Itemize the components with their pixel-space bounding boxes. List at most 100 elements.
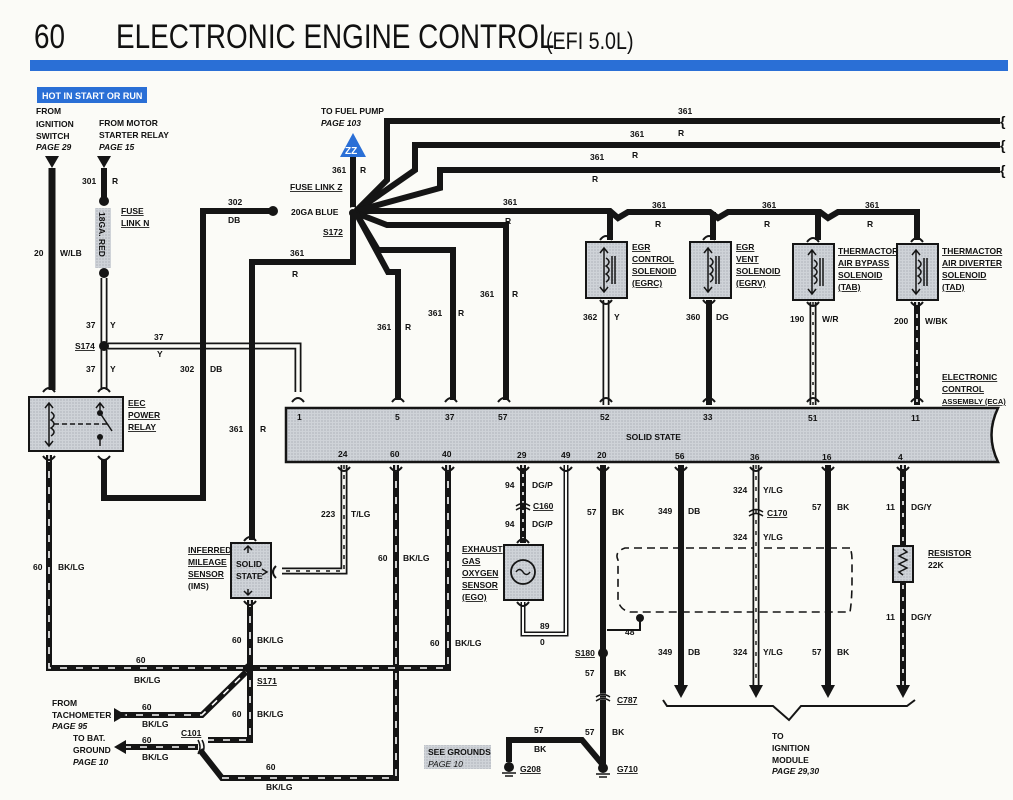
svg-text:Y/LG: Y/LG — [763, 647, 783, 657]
svg-text:57: 57 — [585, 727, 595, 737]
svg-text:BK/LG: BK/LG — [142, 752, 169, 762]
svg-text:S171: S171 — [257, 676, 277, 686]
wire-190: 190 W/R — [790, 302, 839, 405]
svg-text:BK/LG: BK/LG — [455, 638, 482, 648]
svg-text:S180: S180 — [575, 648, 595, 658]
eca-bottom-pins: 24 60 40 29 49 20 56 36 16 4 — [338, 449, 903, 462]
svg-text:SENSOR: SENSOR — [188, 569, 224, 579]
svg-text:361: 361 — [377, 322, 391, 332]
egrc-solenoid: EGR CONTROL SOLENOID (EGRC) — [585, 241, 676, 299]
svg-text:DG/P: DG/P — [532, 519, 553, 529]
svg-text:SOLENOID: SOLENOID — [736, 266, 780, 276]
svg-text:C787: C787 — [617, 695, 638, 705]
svg-text:49: 49 — [561, 450, 571, 460]
battery-ground-destination: TO BAT. GROUND PAGE 10 60 BK/LG C101 — [73, 728, 205, 767]
svg-text:60: 60 — [136, 655, 146, 665]
svg-text:SOLENOID: SOLENOID — [942, 270, 986, 280]
ground-g208: G208 — [502, 762, 541, 777]
wire-349: 349 DB 349 DB — [658, 465, 700, 698]
svg-text:BK/LG: BK/LG — [134, 675, 161, 685]
svg-text:349: 349 — [658, 506, 672, 516]
svg-text:360: 360 — [686, 312, 700, 322]
svg-text:DG/Y: DG/Y — [911, 612, 932, 622]
wire-360: 360 DG — [686, 300, 729, 405]
svg-text:Y/LG: Y/LG — [763, 485, 783, 495]
svg-text:{: { — [1000, 137, 1006, 153]
wire-302: 302 DB 302 DB — [101, 197, 278, 501]
svg-text:190: 190 — [790, 314, 804, 324]
svg-text:ELECTRONIC: ELECTRONIC — [942, 372, 997, 382]
svg-text:33: 33 — [703, 412, 713, 422]
starter-relay-source: FROM MOTOR STARTER RELAY PAGE 15 — [99, 118, 169, 152]
svg-text:SOLID STATE: SOLID STATE — [626, 432, 681, 442]
svg-text:R: R — [512, 289, 518, 299]
svg-text:FROM: FROM — [36, 106, 61, 116]
svg-text:11: 11 — [886, 612, 895, 622]
wire-362: 362 Y — [583, 300, 620, 405]
svg-text:60: 60 — [390, 449, 400, 459]
wire-94: 94 DG/P C160 94 DG/P — [505, 465, 554, 543]
svg-text:THERMACTOR: THERMACTOR — [838, 246, 898, 256]
svg-text:CONTROL: CONTROL — [942, 384, 984, 394]
svg-text:(EGO): (EGO) — [462, 592, 487, 602]
svg-text:S172: S172 — [323, 227, 343, 237]
svg-text:INFERRED: INFERRED — [188, 545, 231, 555]
wire-89-0: 89 0 — [520, 465, 569, 647]
ignition-module-destination: TO IGNITION MODULE PAGE 29,30 — [662, 699, 916, 776]
svg-text:16: 16 — [822, 452, 832, 462]
svg-text:37: 37 — [86, 364, 96, 374]
header-accent-bar — [30, 60, 1008, 71]
svg-text:DG/P: DG/P — [532, 480, 553, 490]
svg-text:324: 324 — [733, 647, 747, 657]
svg-text:PAGE 103: PAGE 103 — [321, 118, 361, 128]
svg-text:BK: BK — [612, 507, 625, 517]
svg-text:AIR BYPASS: AIR BYPASS — [838, 258, 890, 268]
svg-text:BK/LG: BK/LG — [257, 635, 284, 645]
svg-text:DB: DB — [688, 647, 700, 657]
svg-text:G710: G710 — [617, 764, 638, 774]
svg-text:IGNITION: IGNITION — [772, 743, 810, 753]
resistor-22k: RESISTOR 22K — [892, 545, 971, 583]
eec-power-relay: EEC POWER RELAY — [28, 396, 160, 452]
fuel-pump-connector-zz: ZZ — [340, 133, 366, 157]
svg-text:S174: S174 — [75, 341, 95, 351]
svg-text:BK/LG: BK/LG — [58, 562, 85, 572]
svg-text:R: R — [592, 174, 598, 184]
svg-text:361: 361 — [229, 424, 243, 434]
svg-text:SOLENOID: SOLENOID — [632, 266, 676, 276]
svg-text:361: 361 — [290, 248, 304, 258]
svg-text:W/BK: W/BK — [925, 316, 949, 326]
svg-text:AIR DIVERTER: AIR DIVERTER — [942, 258, 1002, 268]
svg-text:ZZ: ZZ — [345, 146, 357, 157]
svg-text:EXHAUST: EXHAUST — [462, 544, 503, 554]
svg-text:(IMS): (IMS) — [188, 581, 209, 591]
wire-60-relay: 60 BK/LG 60 BK/LG — [33, 455, 247, 685]
svg-text:20: 20 — [34, 248, 44, 258]
svg-text:57: 57 — [585, 668, 595, 678]
svg-text:DG: DG — [716, 312, 729, 322]
electronic-control-assembly: SOLID STATE — [284, 406, 1000, 464]
svg-text:Y: Y — [157, 349, 163, 359]
inferred-mileage-sensor: SOLID STATE INFERRED MILEAGE SENSOR (IMS… — [188, 542, 272, 599]
svg-text:CONTROL: CONTROL — [632, 254, 674, 264]
wire-324: 324 Y/LG C170 324 Y/LG 324 Y/LG — [733, 465, 788, 698]
svg-text:G208: G208 — [520, 764, 541, 774]
svg-text:60: 60 — [430, 638, 440, 648]
svg-text:37: 37 — [445, 412, 455, 422]
svg-text:R: R — [678, 128, 684, 138]
eca-label: ELECTRONIC CONTROL ASSEMBLY (ECA) — [942, 372, 1006, 406]
svg-text:SOLID: SOLID — [236, 559, 262, 569]
svg-text:PAGE 15: PAGE 15 — [99, 142, 135, 152]
svg-text:R: R — [632, 150, 638, 160]
svg-text:94: 94 — [505, 519, 515, 529]
svg-text:SEE GROUNDS: SEE GROUNDS — [428, 747, 491, 757]
svg-text:52: 52 — [600, 412, 610, 422]
svg-text:R: R — [655, 219, 661, 229]
svg-text:PAGE 10: PAGE 10 — [73, 757, 109, 767]
egrv-solenoid: EGR VENT SOLENOID (EGRV) — [689, 241, 780, 299]
svg-text:BK: BK — [534, 744, 547, 754]
fuel-pump-destination: TO FUEL PUMP PAGE 103 — [321, 106, 384, 128]
svg-text:89: 89 — [540, 621, 550, 631]
svg-text:361: 361 — [865, 200, 879, 210]
